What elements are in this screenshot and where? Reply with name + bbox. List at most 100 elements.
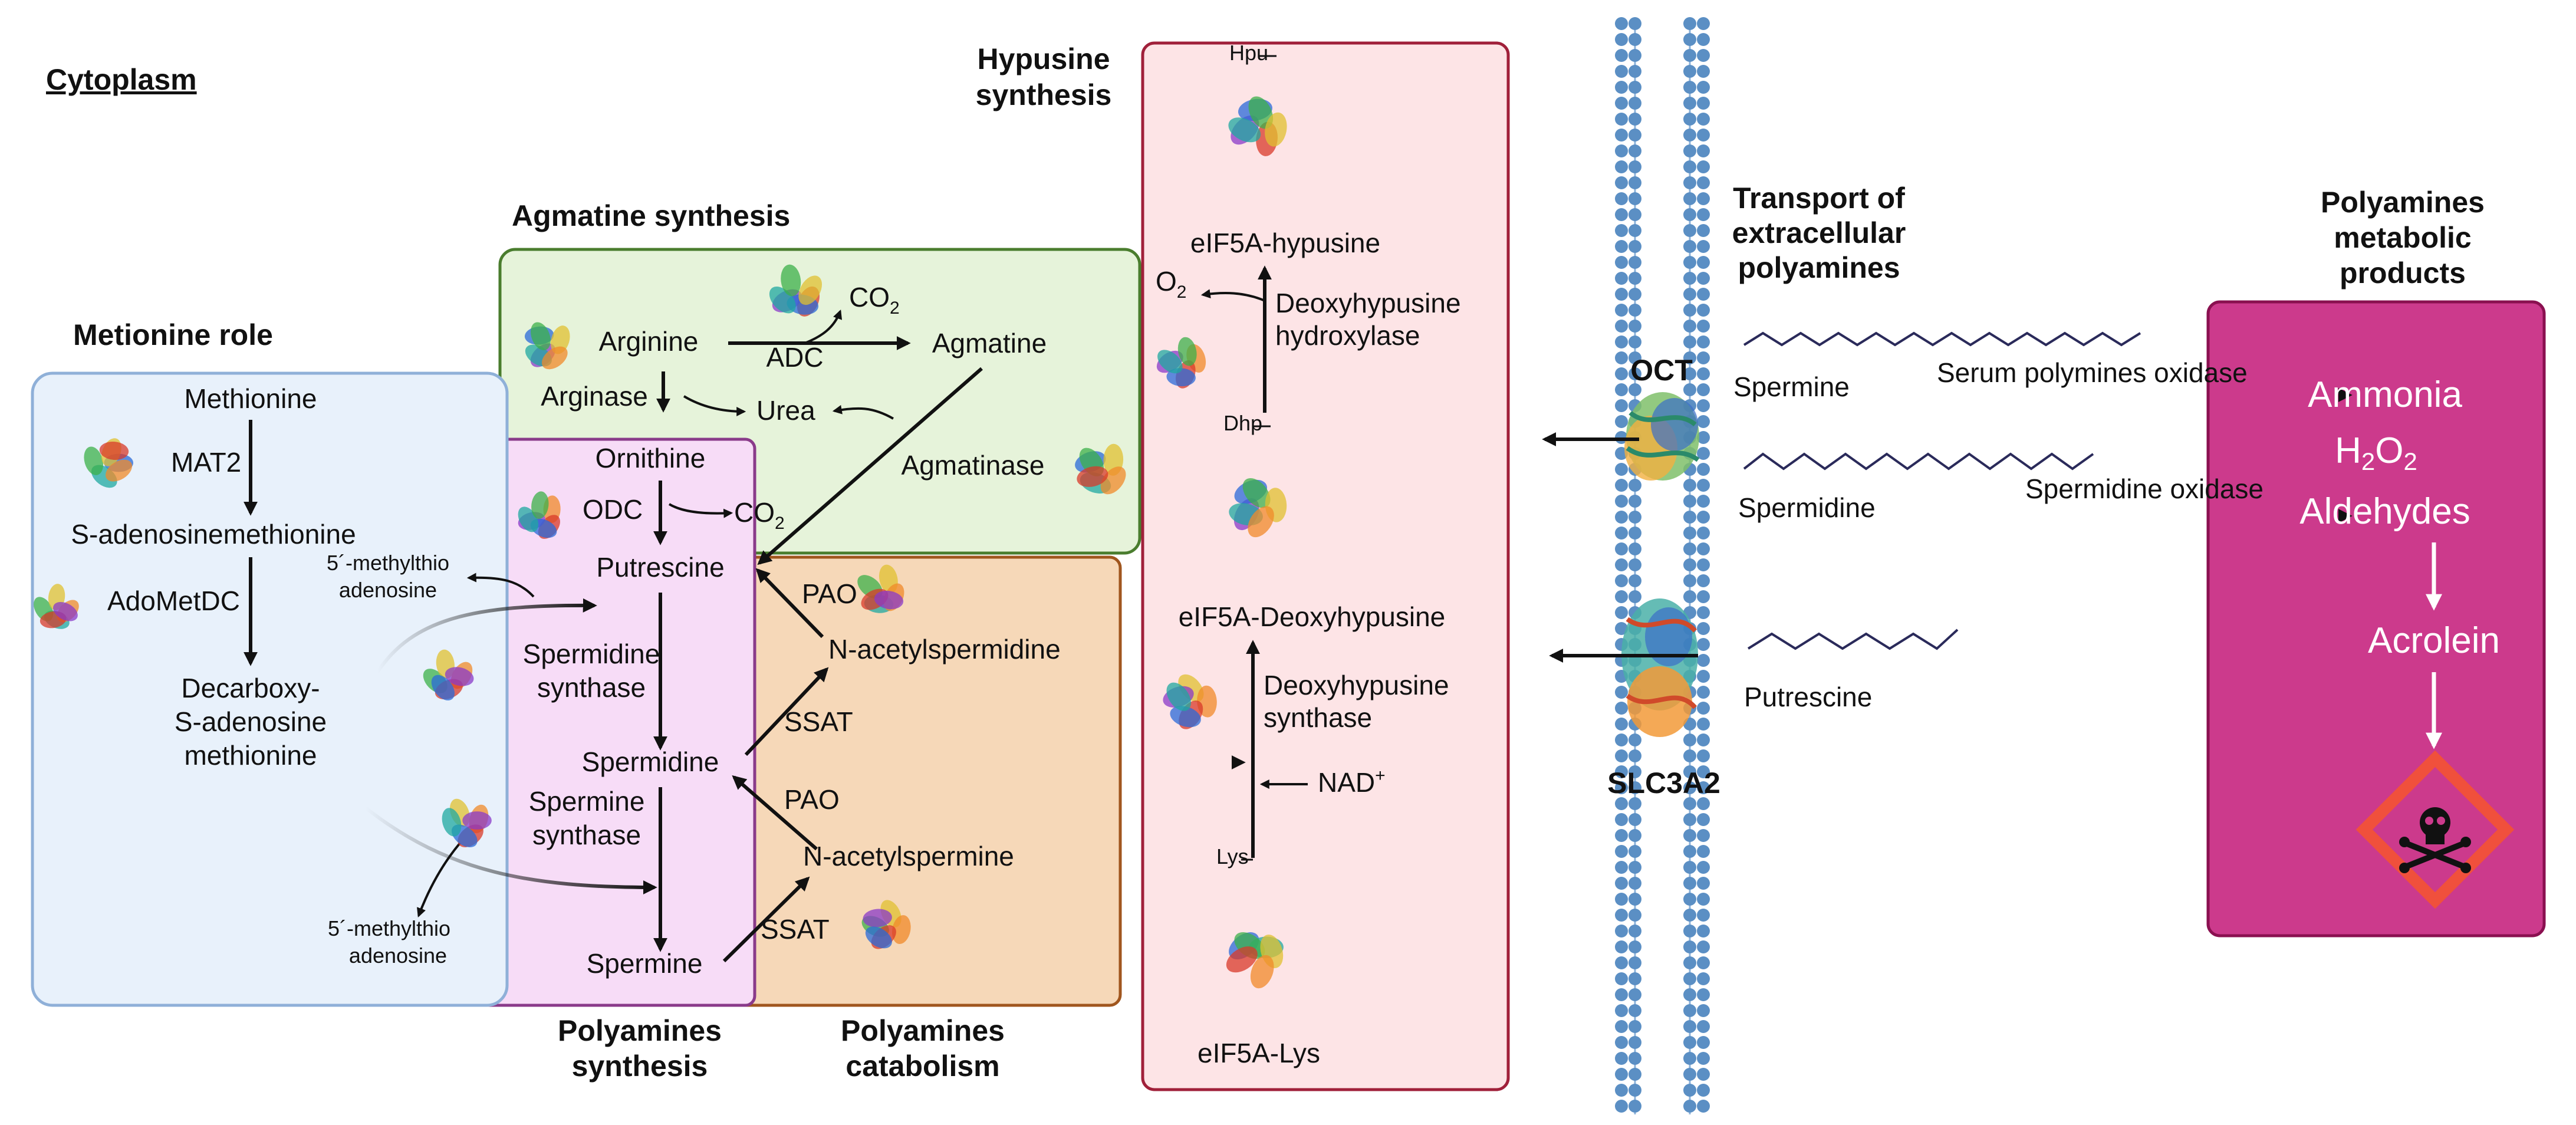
protein-ribbon-icon (84, 438, 133, 488)
membrane-head (1683, 144, 1696, 157)
membrane-head (1615, 574, 1628, 587)
membrane-head (1697, 1052, 1710, 1065)
membrane-head (1615, 1068, 1628, 1081)
membrane-head (1683, 797, 1696, 810)
membrane-head (1615, 479, 1628, 492)
arginase-urea-arrow (683, 395, 746, 416)
protein-ribbon-icon (1156, 337, 1206, 389)
membrane-head (1697, 527, 1710, 540)
membrane-head (1683, 733, 1696, 746)
membrane-head (1683, 272, 1696, 285)
ammonia-label: Ammonia (2308, 374, 2462, 415)
membrane-head (1697, 192, 1710, 205)
ssat-label-1: SSAT (784, 706, 853, 737)
sam-label: S-adenosinemethionine (71, 519, 356, 550)
membrane-head (1697, 399, 1710, 412)
membrane-head (1628, 1100, 1641, 1113)
ornithine-label: Ornithine (596, 443, 706, 473)
membrane-head (1683, 81, 1696, 94)
membrane-head (1697, 940, 1710, 953)
membrane-head (1697, 335, 1710, 348)
mta-label-top-2: adenosine (339, 578, 437, 602)
membrane-head (1628, 1068, 1641, 1081)
toxic-hazard-icon (2355, 750, 2515, 909)
membrane-head (1615, 527, 1628, 540)
membrane-head (1683, 749, 1696, 762)
membrane-head (1628, 590, 1641, 603)
nacspm-to-spermidine-arrow (732, 775, 818, 851)
agmatine-label: Agmatine (932, 328, 1047, 358)
membrane-head (1683, 781, 1696, 794)
membrane-head (1697, 925, 1710, 938)
membrane-head (1628, 240, 1641, 253)
membrane-head (1683, 288, 1696, 301)
transport-title-3: polyamines (1738, 251, 1900, 284)
membrane-head (1628, 956, 1641, 969)
membrane-head (1615, 367, 1628, 380)
protein-ribbon-icon (861, 900, 911, 949)
membrane-head (1697, 447, 1710, 460)
membrane-head (1683, 956, 1696, 969)
membrane-head (1615, 224, 1628, 237)
spd-synthase-label: Spermidine (523, 639, 660, 669)
pao-label-2: PAO (784, 784, 840, 815)
membrane-head (1615, 622, 1628, 635)
membrane-head (1615, 1084, 1628, 1097)
membrane-head (1697, 304, 1710, 317)
membrane-head (1697, 606, 1710, 619)
membrane-head (1628, 383, 1641, 396)
odc-co2-arrow (668, 503, 733, 518)
membrane-head (1615, 256, 1628, 269)
membrane-head (1628, 733, 1641, 746)
membrane-head (1683, 765, 1696, 778)
membrane-head (1697, 1084, 1710, 1097)
membrane-head (1615, 861, 1628, 874)
membrane-head (1615, 749, 1628, 762)
membrane-head (1615, 65, 1628, 78)
membrane-head (1683, 925, 1696, 938)
membrane-head (1615, 495, 1628, 508)
membrane-head (1615, 208, 1628, 221)
dcsam-to-spd-synthase-arrow (376, 598, 597, 673)
membrane-head (1697, 208, 1710, 221)
pao-label-1: PAO (802, 578, 857, 609)
spermidine-to-nacspd-arrow (744, 667, 829, 756)
agmatine-to-putrescine-arrow (757, 367, 983, 565)
o2-label: O2 (1156, 266, 1186, 302)
membrane-head (1628, 335, 1641, 348)
protein-ribbon-icon (518, 491, 561, 539)
membrane-head (1697, 686, 1710, 699)
oct-transporter (1624, 392, 1700, 481)
membrane-head (1628, 479, 1641, 492)
hpu-tag: Hpu (1229, 41, 1268, 65)
transport-title-2: extracellular (1732, 216, 1906, 249)
membrane-head (1628, 972, 1641, 985)
membrane-head (1683, 49, 1696, 62)
membrane-head (1615, 829, 1628, 842)
membrane-head (1615, 81, 1628, 94)
membrane-head (1628, 304, 1641, 317)
membrane-head (1628, 558, 1641, 571)
membrane-head (1615, 160, 1628, 173)
membrane-head (1683, 1100, 1696, 1113)
dhp-tag: Dhp (1223, 411, 1262, 435)
membrane-head (1697, 956, 1710, 969)
membrane-head (1697, 797, 1710, 810)
membrane-head (1683, 320, 1696, 333)
membrane-head (1683, 192, 1696, 205)
spermine-label: Spermine (587, 948, 703, 979)
spermine-structure (1743, 331, 2141, 347)
membrane-head (1697, 144, 1710, 157)
spd-synthase-label-2: synthase (537, 672, 646, 703)
membrane-head (1628, 574, 1641, 587)
membrane-head (1697, 1020, 1710, 1033)
membrane-head (1697, 113, 1710, 126)
mta-release-arrow-bottom (417, 842, 461, 917)
membrane-head (1628, 367, 1641, 380)
membrane-head (1697, 829, 1710, 842)
mta-label-bottom: 5´-methylthio (328, 916, 450, 940)
protein-ribbon-icon (1163, 674, 1217, 729)
membrane-head (1697, 749, 1710, 762)
membrane-head (1615, 781, 1628, 794)
spermidine-label: Spermidine (582, 746, 719, 777)
